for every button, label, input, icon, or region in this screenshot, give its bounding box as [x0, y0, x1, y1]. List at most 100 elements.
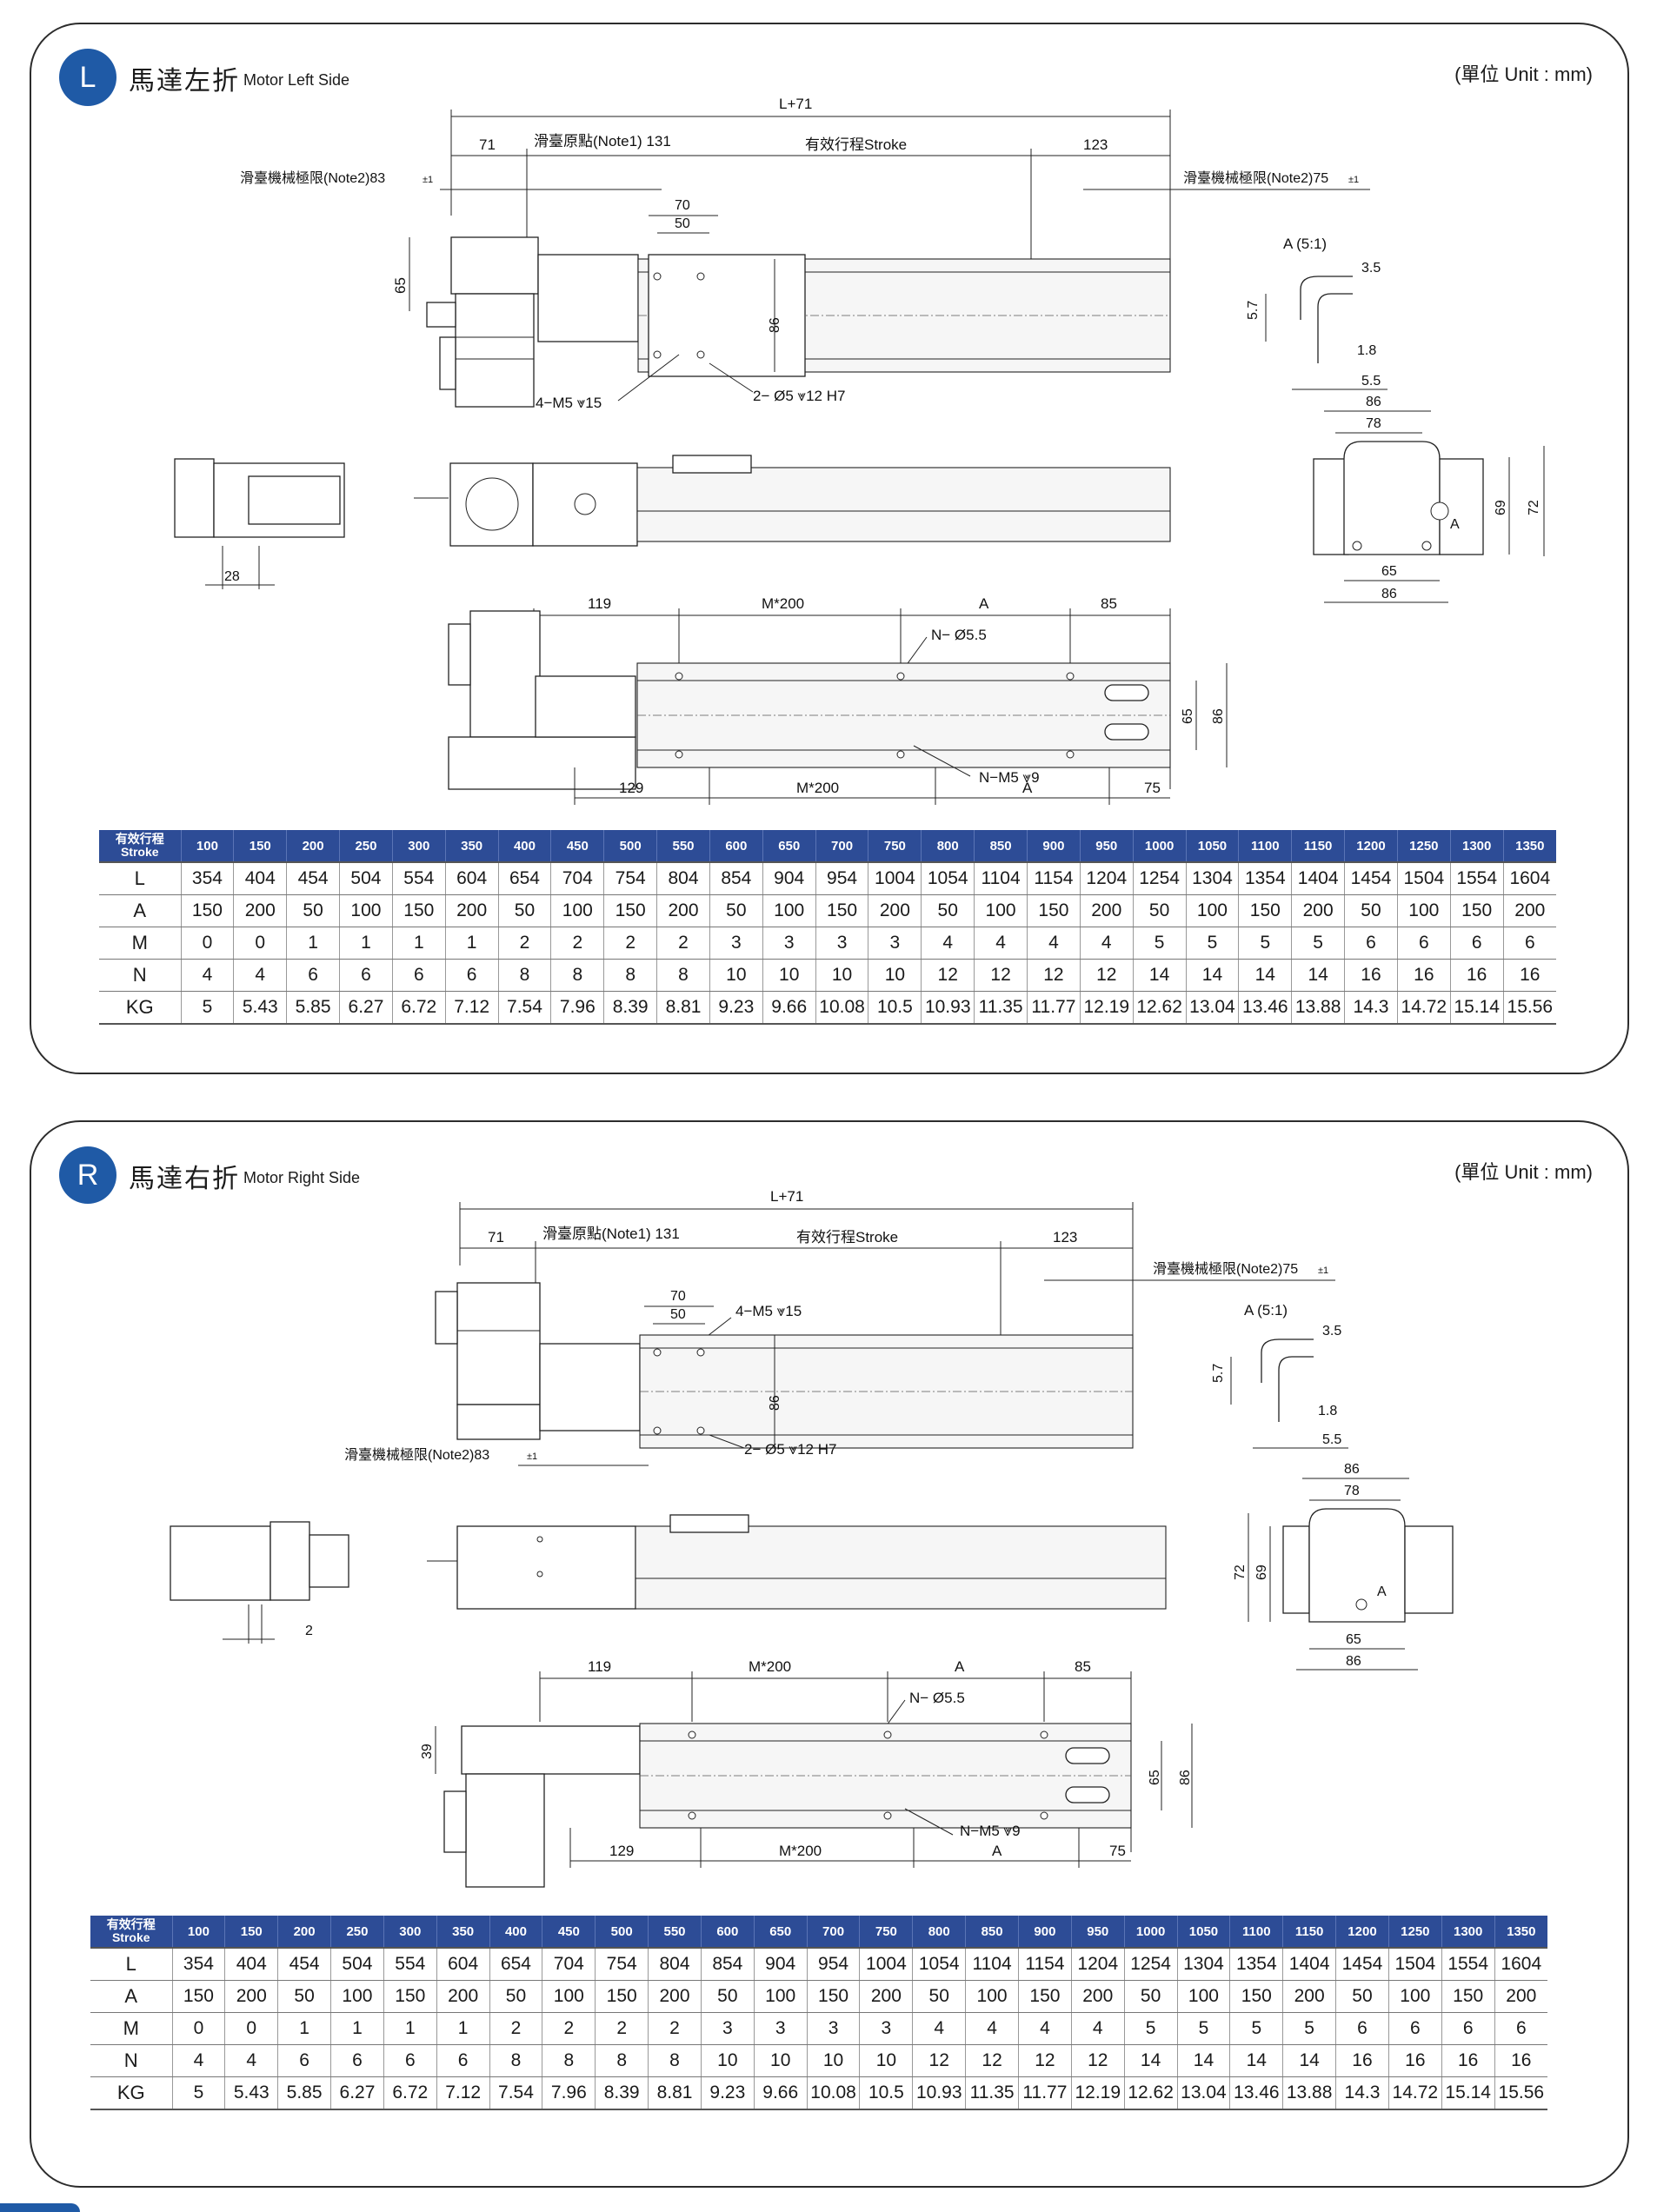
- row-label: L: [99, 861, 182, 895]
- table-cell: 1: [339, 927, 393, 960]
- tol-83: ±1: [527, 1451, 537, 1462]
- table-cell: 200: [1071, 1980, 1125, 2013]
- col-header: 500: [595, 1916, 649, 1948]
- table-cell: 8: [656, 959, 710, 992]
- b-65: 65: [1148, 1770, 1162, 1785]
- table-cell: 1254: [1133, 861, 1187, 895]
- table-cell: 1554: [1441, 1947, 1495, 1981]
- col-header: 300: [383, 1916, 437, 1948]
- table-cell: 10: [709, 959, 763, 992]
- table-cell: 8: [648, 2044, 702, 2077]
- table-cell: 6: [1441, 2012, 1495, 2045]
- dim-50: 50: [670, 1307, 686, 1322]
- col-header: 300: [392, 830, 446, 862]
- dim-28: 28: [224, 569, 240, 584]
- col-header: 1300: [1450, 830, 1504, 862]
- end-a: A: [1450, 517, 1460, 532]
- col-header: 1200: [1335, 1916, 1389, 1948]
- table-cell: 2: [489, 2012, 543, 2045]
- table-cell: 50: [1124, 1980, 1178, 2013]
- table-cell: 6: [1397, 927, 1451, 960]
- table-cell: 100: [330, 1980, 384, 2013]
- table-cell: 100: [550, 894, 605, 927]
- table-cell: 14: [1282, 2044, 1337, 2077]
- table-cell: 150: [1441, 1980, 1495, 2013]
- col-header: 1000: [1133, 830, 1187, 862]
- table-cell: 6: [445, 959, 499, 992]
- table-cell: 554: [383, 1947, 437, 1981]
- table-cell: 0: [224, 2012, 279, 2045]
- table-cell: 200: [656, 894, 710, 927]
- table-cell: 2: [550, 927, 605, 960]
- dim-limit75: 滑臺機械極限(Note2)75: [1153, 1261, 1298, 1277]
- table-cell: 8: [550, 959, 605, 992]
- table-cell: 16: [1450, 959, 1504, 992]
- table-cell: 754: [595, 1947, 649, 1981]
- table-cell: 150: [1018, 1980, 1072, 2013]
- tol-83: ±1: [423, 175, 433, 185]
- table-cell: 754: [603, 861, 658, 895]
- table-cell: 1054: [921, 861, 975, 895]
- table-cell: 100: [1186, 894, 1240, 927]
- detail-title: A (5:1): [1244, 1302, 1288, 1319]
- table-cell: 50: [1133, 894, 1187, 927]
- note-m5: 4−M5 ⩔15: [735, 1303, 802, 1319]
- table-cell: 1154: [1018, 1947, 1072, 1981]
- table-cell: 9.23: [709, 991, 763, 1025]
- table-cell: 804: [656, 861, 710, 895]
- table-cell: 354: [181, 861, 235, 895]
- table-cell: 200: [1282, 1980, 1337, 2013]
- table-cell: 2: [595, 2012, 649, 2045]
- dim-limit83: 滑臺機械極限(Note2)83: [344, 1447, 489, 1463]
- col-header: 800: [921, 830, 975, 862]
- detail-55: 5.5: [1322, 1432, 1341, 1447]
- table-cell: 12: [1027, 959, 1081, 992]
- col-header: 1050: [1177, 1916, 1231, 1948]
- table-cell: 504: [339, 861, 393, 895]
- table-cell: 100: [339, 894, 393, 927]
- top-view: L+71 71 滑臺原點(Note1) 131 有效行程Stroke 123 滑…: [240, 96, 1370, 411]
- table-cell: 3: [762, 927, 816, 960]
- left-technical-drawing: L+71 71 滑臺原點(Note1) 131 有效行程Stroke 123 滑…: [174, 96, 1545, 805]
- col-header: 1300: [1441, 1916, 1495, 1948]
- table-cell: 1354: [1229, 1947, 1284, 1981]
- table-cell: 7.54: [489, 2076, 543, 2110]
- table-cell: 200: [445, 894, 499, 927]
- table-cell: 150: [1238, 894, 1293, 927]
- col-header: 700: [807, 1916, 861, 1948]
- table-cell: 150: [172, 1980, 226, 2013]
- col-header: 900: [1018, 1916, 1072, 1948]
- table-cell: 15.56: [1494, 2076, 1547, 2110]
- table-cell: 6: [339, 959, 393, 992]
- table-cell: 6: [1503, 927, 1556, 960]
- table-cell: 100: [965, 1980, 1019, 2013]
- note-phi5: 2− Ø5 ⩔12 H7: [744, 1441, 836, 1458]
- b-m200b: M*200: [796, 780, 839, 796]
- panel-title-zh: 馬達左折: [129, 66, 240, 96]
- table-cell: 9.66: [762, 991, 816, 1025]
- table-cell: 1454: [1344, 861, 1398, 895]
- table-cell: 13.88: [1282, 2076, 1337, 2110]
- b-86: 86: [1211, 708, 1226, 724]
- table-cell: 16: [1503, 959, 1556, 992]
- bottom-view: 119 M*200 A 85 N− Ø5.5 39 65 86 N−M5 ⩔9: [420, 1658, 1193, 1888]
- table-cell: 1104: [974, 861, 1028, 895]
- panel-title-zh: 馬達右折: [129, 1164, 240, 1194]
- table-cell: 1104: [965, 1947, 1019, 1981]
- table-cell: 150: [1027, 894, 1081, 927]
- table-cell: 6.72: [392, 991, 446, 1025]
- table-cell: 1: [392, 927, 446, 960]
- table-cell: 10: [762, 959, 816, 992]
- table-cell: 150: [807, 1980, 861, 2013]
- table-cell: 11.77: [1027, 991, 1081, 1025]
- table-cell: 1004: [868, 861, 922, 895]
- table-cell: 10: [754, 2044, 808, 2077]
- b-75: 75: [1144, 780, 1161, 796]
- table-cell: 10: [701, 2044, 755, 2077]
- table-cell: 100: [974, 894, 1028, 927]
- table-cell: 100: [1177, 1980, 1231, 2013]
